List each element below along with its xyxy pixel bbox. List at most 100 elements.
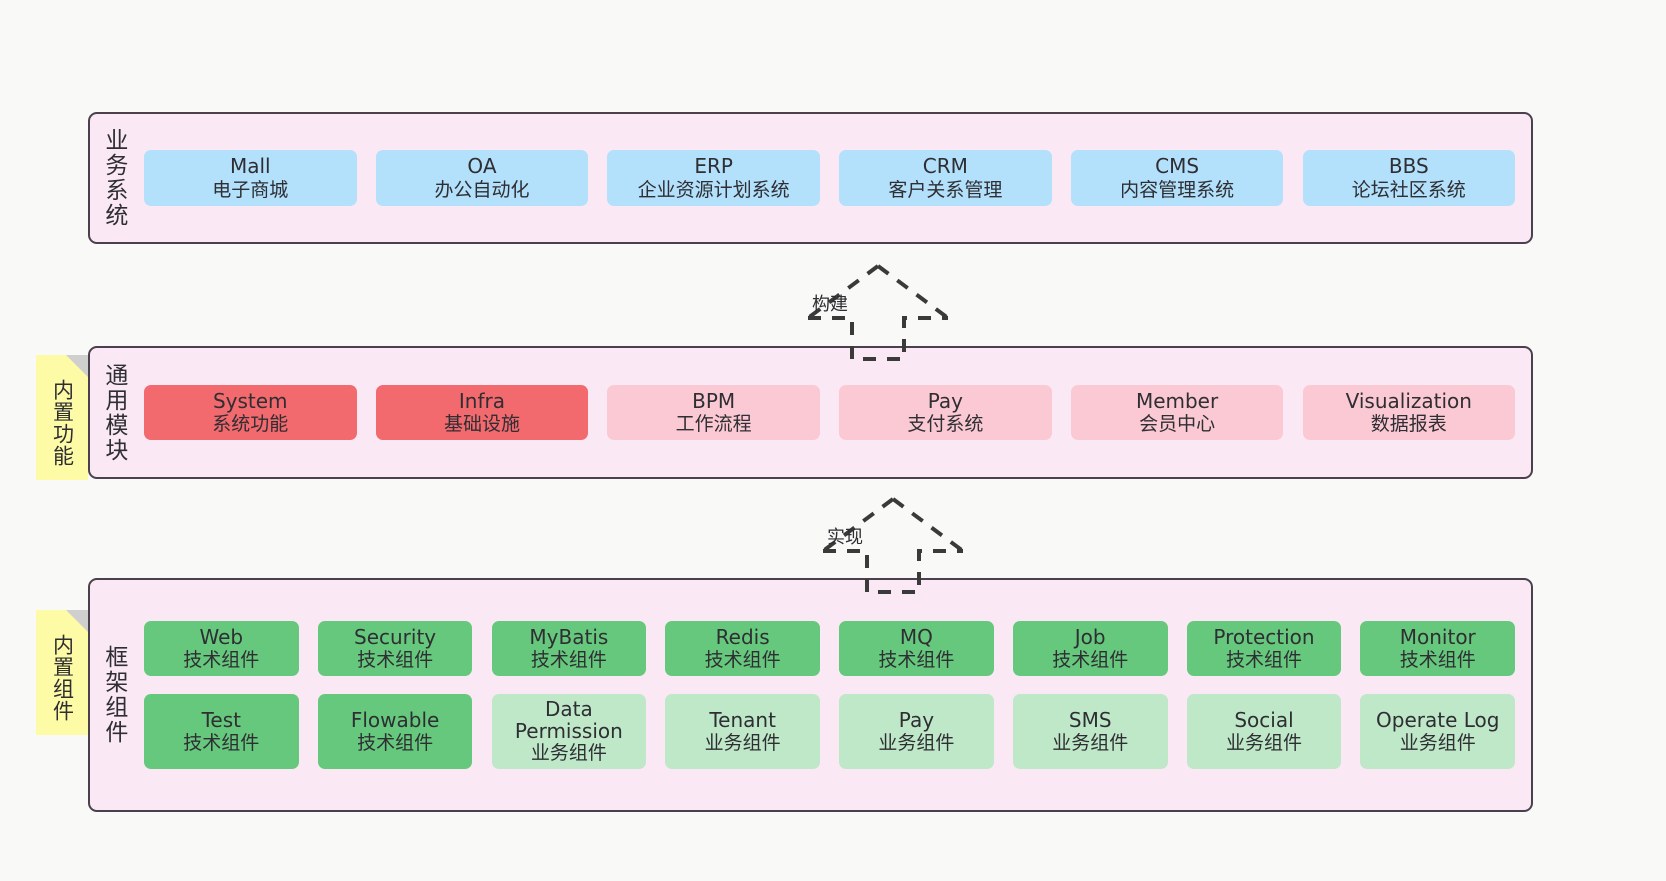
node-title: MQ (899, 624, 933, 649)
node-pay[interactable]: Pay 支付系统 (839, 384, 1052, 441)
layer-title-framework-components: 框架组件 (100, 645, 127, 745)
node-subtitle: 技术组件 (1399, 649, 1476, 672)
node-erp[interactable]: ERP 企业资源计划系统 (607, 150, 820, 206)
dashed-hollow-arrow-icon (806, 264, 950, 361)
node-subtitle: 电子商城 (212, 178, 289, 201)
node-title: ERP (694, 154, 733, 179)
node-mq[interactable]: MQ 技术组件 (839, 620, 994, 677)
node-title: Security (354, 624, 437, 649)
layer-panel-business-systems: 业务系统 Mall 电子商城 OA 办公自动化 ERP 企业资源计划系统 CRM… (88, 112, 1533, 244)
node-subtitle: 业务组件 (1225, 732, 1302, 755)
node-subtitle: 客户关系管理 (888, 178, 1003, 201)
node-title: Mall (229, 154, 271, 179)
node-tenant[interactable]: Tenant 业务组件 (665, 694, 820, 770)
node-row: Mall 电子商城 OA 办公自动化 ERP 企业资源计划系统 CRM 客户关系… (144, 150, 1516, 206)
node-title: BPM (692, 388, 736, 413)
node-operate-log[interactable]: Operate Log 业务组件 (1360, 694, 1516, 770)
node-subtitle: 论坛社区系统 (1351, 178, 1466, 201)
node-subtitle: 基础设施 (443, 413, 520, 436)
node-title: Protection (1213, 624, 1315, 649)
layer-title-general-modules: 通用模块 (100, 362, 127, 463)
node-bpm[interactable]: BPM 工作流程 (607, 384, 820, 441)
node-oa[interactable]: OA 办公自动化 (375, 150, 589, 206)
node-title: Test (201, 707, 241, 732)
node-protection[interactable]: Protection 技术组件 (1186, 620, 1342, 677)
node-title: Redis (715, 624, 770, 649)
node-title: Visualization (1345, 388, 1472, 413)
node-data-permission[interactable]: Data Permission 业务组件 (491, 694, 647, 770)
node-title: Monitor (1399, 624, 1476, 649)
node-row: Web 技术组件 Security 技术组件 MyBatis 技术组件 Redi… (144, 620, 1516, 677)
node-subtitle: 技术组件 (1052, 649, 1129, 672)
node-redis[interactable]: Redis 技术组件 (665, 620, 820, 677)
node-title: OA (467, 154, 497, 179)
node-web[interactable]: Web 技术组件 (144, 620, 299, 677)
node-title: CRM (922, 154, 968, 179)
node-subtitle: 支付系统 (907, 413, 984, 436)
page-fold-icon (66, 355, 88, 377)
node-monitor[interactable]: Monitor 技术组件 (1360, 620, 1516, 677)
node-social[interactable]: Social 业务组件 (1186, 694, 1342, 770)
node-subtitle: 业务组件 (530, 742, 607, 765)
connector-implement-arrow (815, 495, 975, 595)
node-subtitle: 业务组件 (1052, 732, 1129, 755)
node-title: System (212, 388, 288, 413)
connector-implement-label: 实现 (827, 527, 863, 548)
node-title: Infra (458, 388, 505, 413)
sticky-note-label: 内置组件 (50, 633, 75, 722)
node-row: System 系统功能 Infra 基础设施 BPM 工作流程 Pay 支付系统… (144, 384, 1516, 441)
node-pay-component[interactable]: Pay 业务组件 (839, 694, 994, 770)
node-title: Web (199, 624, 244, 649)
node-title: Flowable (350, 707, 440, 732)
page-fold-icon (66, 610, 88, 632)
connector-build-label: 构建 (812, 294, 848, 315)
layer-body-framework-components: Web 技术组件 Security 技术组件 MyBatis 技术组件 Redi… (136, 580, 1531, 810)
node-subtitle: 业务组件 (1399, 732, 1476, 755)
node-title: Pay (898, 707, 935, 732)
connector-build-arrow (800, 262, 960, 362)
node-subtitle: 业务组件 (704, 732, 781, 755)
node-subtitle: 业务组件 (878, 732, 955, 755)
node-subtitle: 会员中心 (1139, 413, 1216, 436)
node-bbs[interactable]: BBS 论坛社区系统 (1302, 150, 1516, 206)
node-subtitle: 企业资源计划系统 (637, 178, 790, 201)
layer-title-business-systems: 业务系统 (100, 128, 127, 228)
node-title: Social (1234, 707, 1294, 732)
node-subtitle: 内容管理系统 (1120, 178, 1235, 201)
node-visualization[interactable]: Visualization 数据报表 (1302, 384, 1516, 441)
node-title: CMS (1155, 154, 1200, 179)
node-title: Pay (927, 388, 963, 413)
node-crm[interactable]: CRM 客户关系管理 (839, 150, 1052, 206)
sticky-note-builtin-features: 内置功能 (36, 355, 88, 480)
node-subtitle: 技术组件 (357, 649, 434, 672)
node-title: SMS (1068, 707, 1112, 732)
node-flowable[interactable]: Flowable 技术组件 (317, 694, 473, 770)
sticky-note-builtin-components: 内置组件 (36, 610, 88, 735)
node-subtitle: 技术组件 (357, 732, 434, 755)
node-title: Member (1135, 388, 1219, 413)
layer-body-business-systems: Mall 电子商城 OA 办公自动化 ERP 企业资源计划系统 CRM 客户关系… (136, 114, 1531, 242)
node-member[interactable]: Member 会员中心 (1070, 384, 1284, 441)
node-subtitle: 技术组件 (183, 649, 260, 672)
node-system[interactable]: System 系统功能 (144, 384, 357, 441)
node-subtitle: 工作流程 (675, 413, 752, 436)
node-title: Operate Log (1376, 707, 1500, 732)
node-title: Job (1074, 624, 1106, 649)
layer-panel-general-modules: 通用模块 System 系统功能 Infra 基础设施 BPM 工作流程 Pay… (88, 346, 1533, 479)
node-mall[interactable]: Mall 电子商城 (144, 150, 357, 206)
node-mybatis[interactable]: MyBatis 技术组件 (491, 620, 647, 677)
node-title: Data Permission (514, 697, 623, 744)
node-subtitle: 技术组件 (530, 649, 607, 672)
node-subtitle: 办公自动化 (434, 178, 530, 201)
node-security[interactable]: Security 技术组件 (317, 620, 473, 677)
sticky-note-label: 内置功能 (50, 378, 75, 467)
node-row: Test 技术组件 Flowable 技术组件 Data Permission … (144, 694, 1516, 770)
node-job[interactable]: Job 技术组件 (1012, 620, 1168, 677)
node-infra[interactable]: Infra 基础设施 (375, 384, 589, 441)
node-subtitle: 系统功能 (212, 413, 289, 436)
node-subtitle: 技术组件 (704, 649, 781, 672)
node-test[interactable]: Test 技术组件 (144, 694, 299, 770)
node-cms[interactable]: CMS 内容管理系统 (1070, 150, 1284, 206)
node-sms[interactable]: SMS 业务组件 (1012, 694, 1168, 770)
node-subtitle: 数据报表 (1370, 413, 1447, 436)
